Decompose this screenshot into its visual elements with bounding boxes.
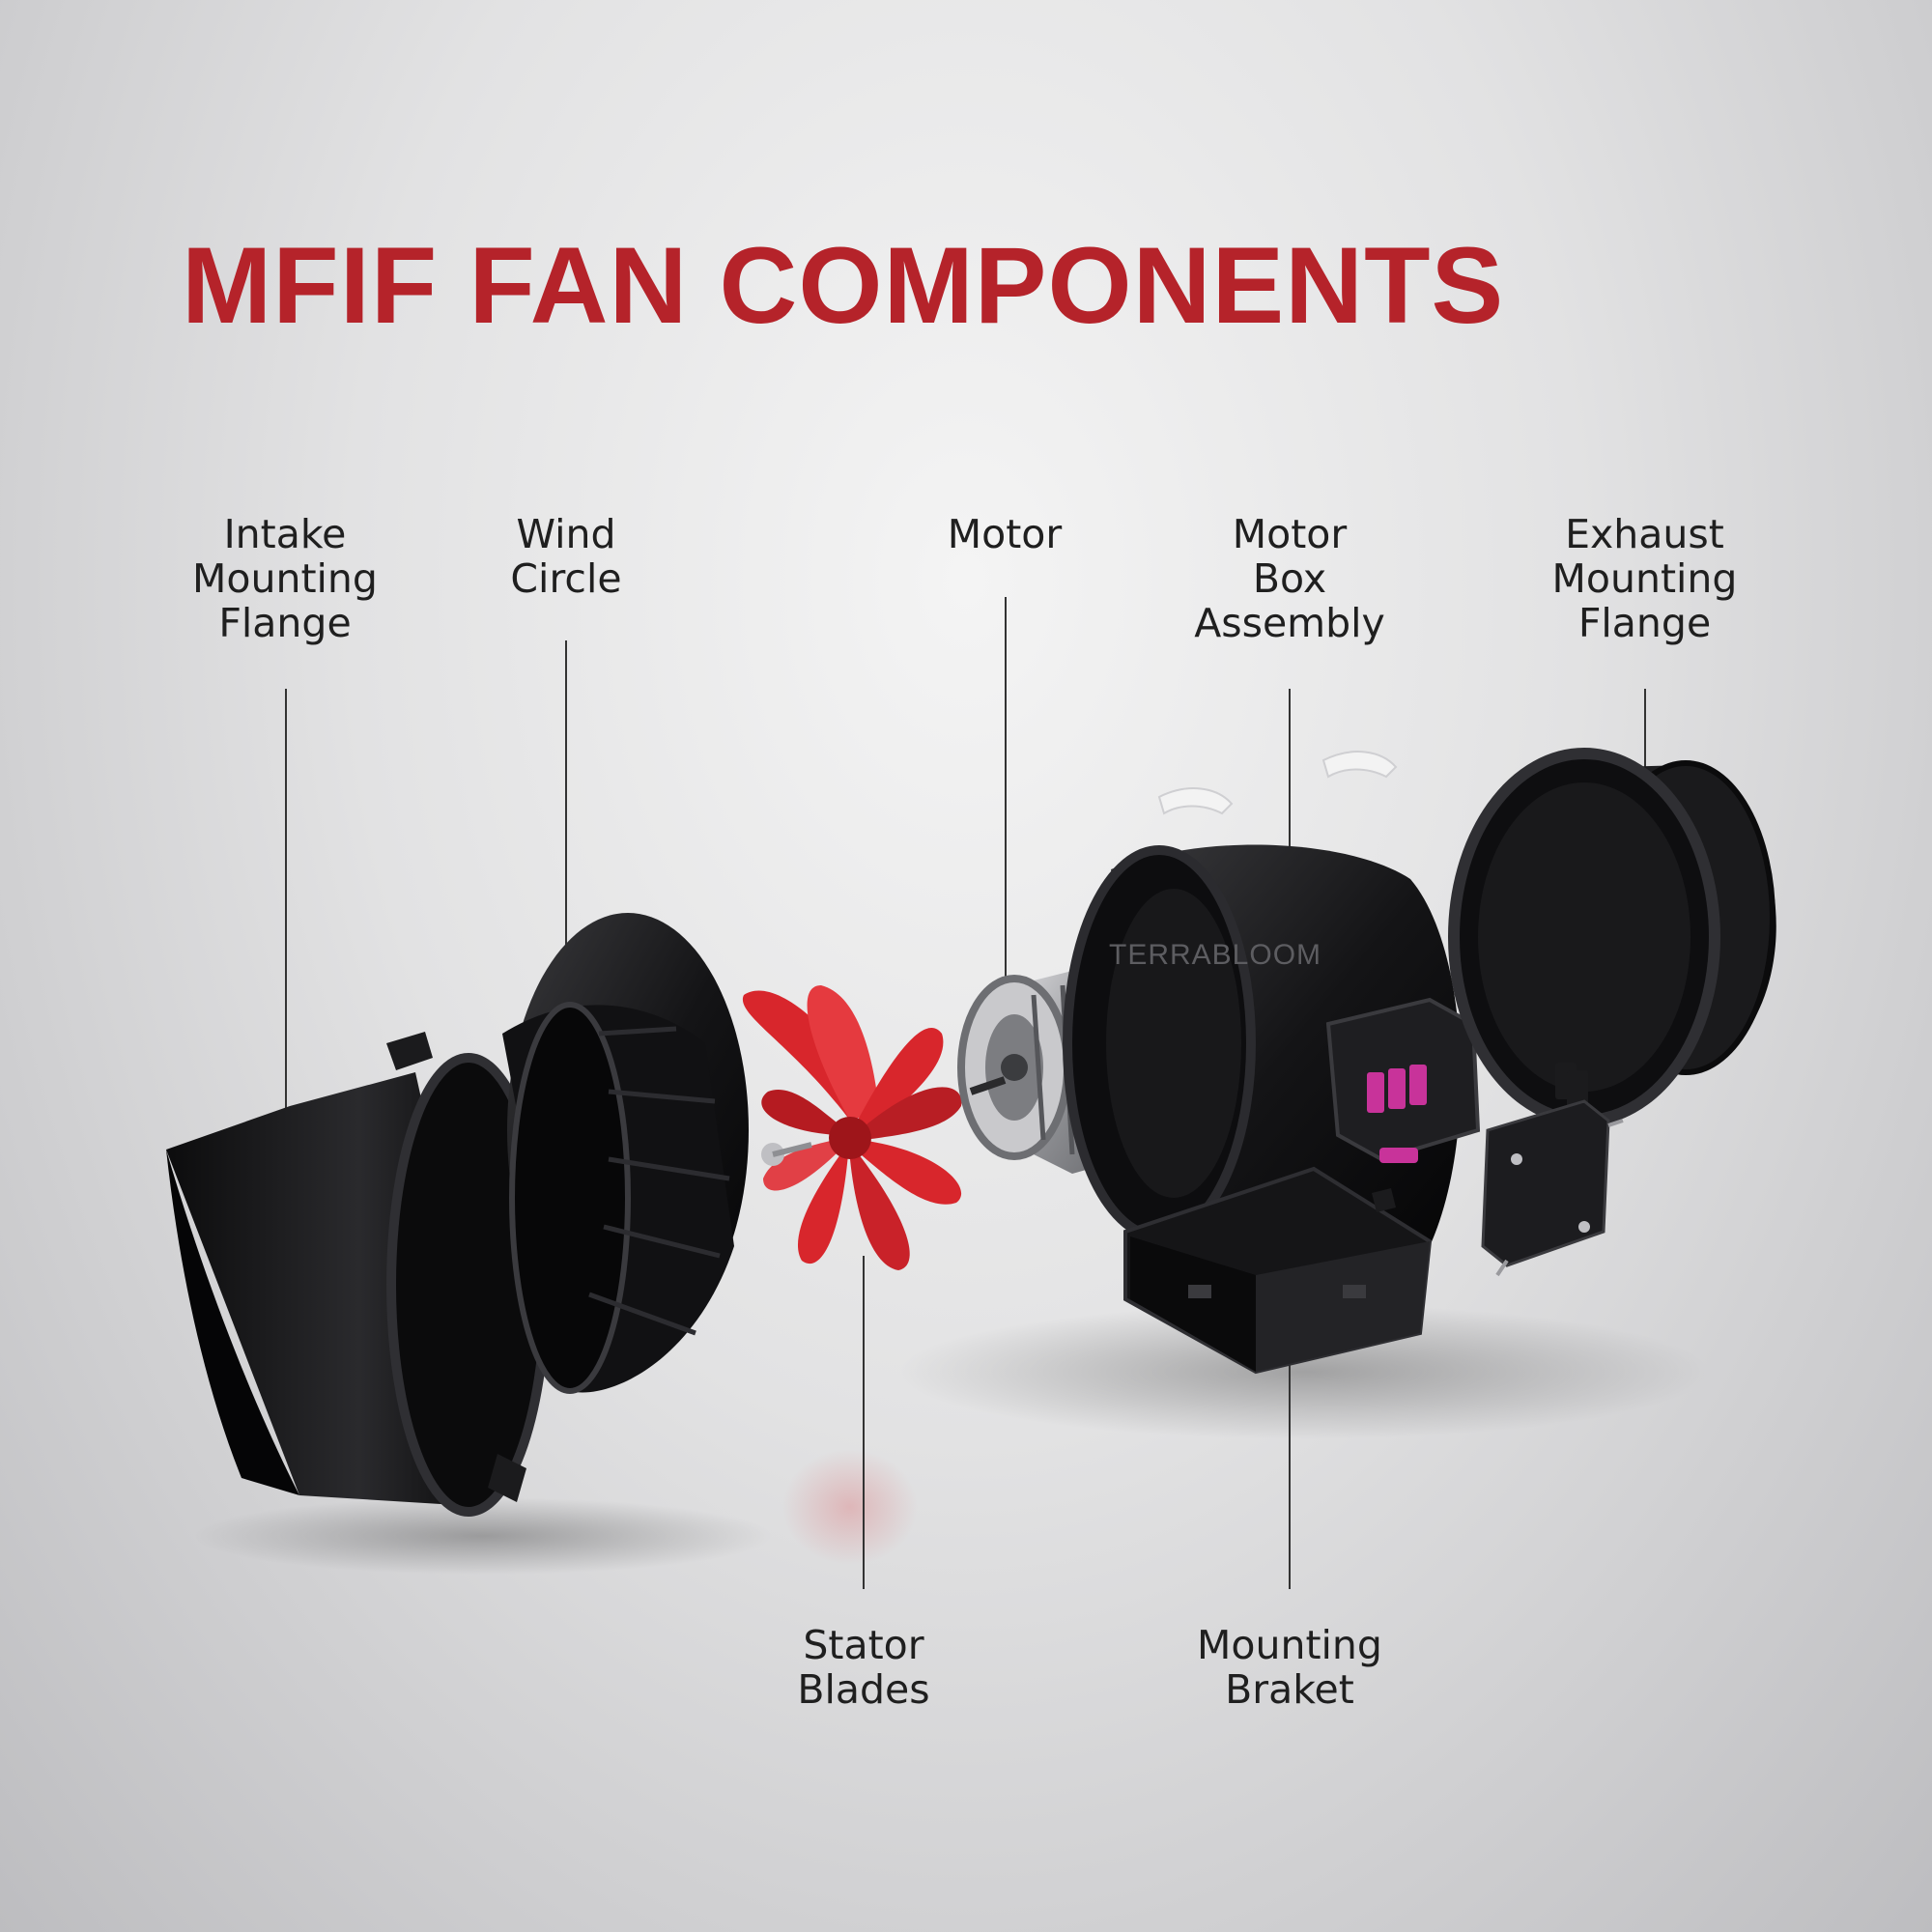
label-mounting-braket: Mounting Braket bbox=[1197, 1622, 1382, 1713]
brand-logo: TERRABLOOM bbox=[1109, 939, 1321, 971]
stator-blades-fan bbox=[742, 985, 962, 1270]
label-intake-mounting-flange: Intake Mounting Flange bbox=[192, 511, 378, 646]
white-clip bbox=[1321, 751, 1398, 779]
side-cover-plate bbox=[1481, 1099, 1624, 1277]
page-title: MFIF FAN COMPONENTS bbox=[182, 225, 1505, 346]
motor-box-assembly: TERRABLOOM bbox=[1063, 751, 1481, 1264]
label-exhaust-mounting-flange: Exhaust Mounting Flange bbox=[1551, 511, 1738, 646]
exhaust-mounting-flange bbox=[1448, 748, 1776, 1126]
label-motor-box-assembly: Motor Box Assembly bbox=[1194, 511, 1385, 646]
label-wind-circle: Wind Circle bbox=[510, 511, 622, 602]
wind-circle bbox=[502, 913, 749, 1394]
floor-shadow bbox=[193, 1497, 773, 1575]
stator-reflection bbox=[782, 1449, 918, 1565]
terminal-connector bbox=[1367, 1065, 1427, 1163]
label-motor: Motor bbox=[947, 511, 1063, 557]
intake-mounting-flange bbox=[166, 1032, 551, 1517]
label-stator-blades: Stator Blades bbox=[797, 1622, 930, 1713]
white-clip bbox=[1157, 787, 1234, 815]
mounting-bracket bbox=[1123, 1166, 1433, 1375]
floor-shadow bbox=[898, 1304, 1710, 1439]
